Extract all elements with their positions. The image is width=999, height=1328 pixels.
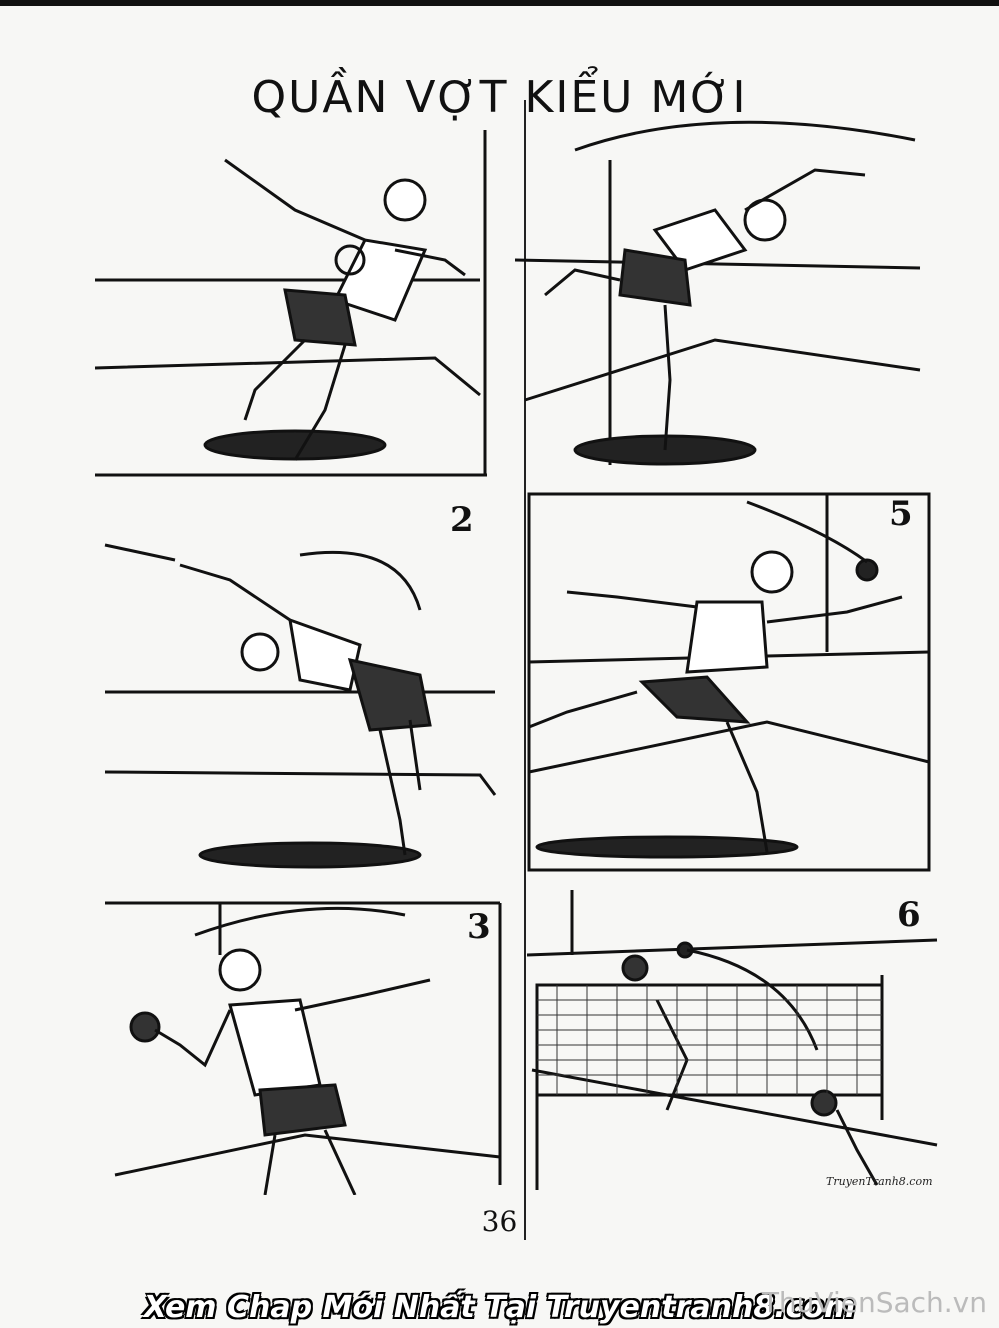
panel-6-number: 6 (897, 895, 921, 935)
comic-panel-1 (95, 130, 495, 480)
top-border (0, 0, 999, 6)
comic-panel-4: 5 (527, 492, 932, 874)
comic-panel-5: 3 (105, 895, 510, 1195)
center-divider (524, 100, 526, 1240)
artist-credit: TruyenTranh8.com (826, 1175, 933, 1188)
footer-banner[interactable]: Xem Chap Mới Nhất Tại Truyentranh8.com (143, 1290, 856, 1325)
panel-5-illustration (105, 901, 502, 1195)
panel-3-illustration (104, 543, 497, 869)
panel-6-illustration (527, 890, 938, 1190)
watermark: ThuVienSach.vn (761, 1286, 987, 1319)
panel-5-number: 3 (467, 907, 491, 947)
panel-4-number: 5 (889, 494, 913, 534)
comic-panel-6: 6 (527, 890, 942, 1195)
comic-title: QUẦN VỢT KIỂU MỚI (251, 72, 748, 123)
panel-4-illustration (527, 492, 931, 872)
page-number: 36 (481, 1205, 518, 1238)
panel-2-illustration (515, 120, 921, 466)
comic-panel-3: 2 (100, 500, 500, 870)
comic-panel-2 (515, 120, 925, 480)
panel-1-illustration (95, 130, 487, 477)
panel-3-number: 2 (450, 500, 474, 540)
